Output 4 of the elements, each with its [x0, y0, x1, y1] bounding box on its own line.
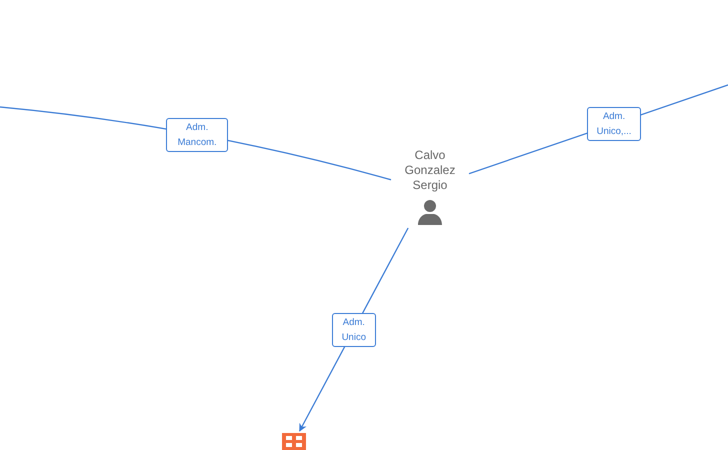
person-name: Calvo Gonzalez Sergio: [404, 148, 456, 193]
edge-label: Adm. Mancom.: [166, 118, 228, 152]
edge-label: Adm. Unico,...: [587, 107, 642, 141]
edge-label: Adm. Unico: [332, 312, 376, 346]
